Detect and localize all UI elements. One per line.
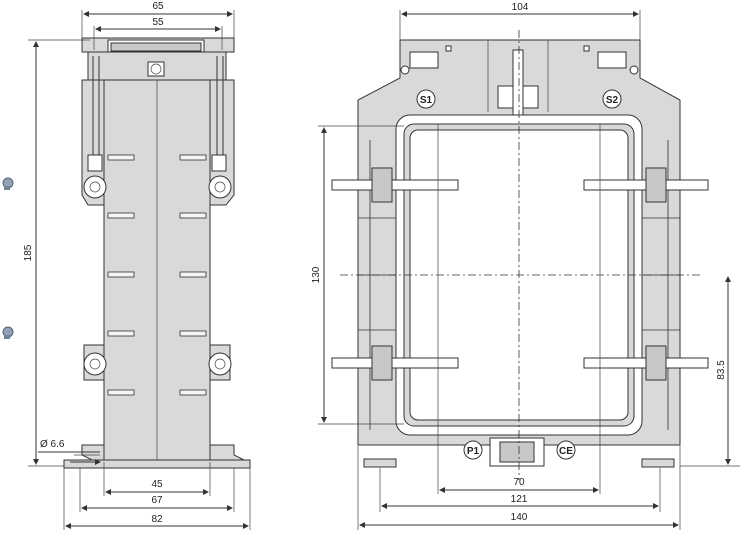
- ce-mark-icon: [556, 440, 576, 460]
- front-view: S1 S2: [311, 2, 740, 530]
- dim-67: 67: [151, 495, 163, 506]
- mounting-bolt: [331, 345, 459, 381]
- dim-45: 45: [151, 479, 163, 490]
- screw-icon: [2, 326, 14, 339]
- dim-70: 70: [513, 477, 525, 488]
- ce-mark-label: CE: [559, 446, 573, 457]
- dim-104: 104: [512, 2, 529, 13]
- dim-55: 55: [152, 17, 164, 28]
- dim-65: 65: [152, 1, 164, 12]
- dim-121: 121: [511, 494, 528, 505]
- dim-130: 130: [311, 266, 322, 283]
- mount-hole: [208, 352, 232, 376]
- terminal-p1-label: P1: [467, 446, 480, 457]
- base-plate: [63, 459, 251, 469]
- dim-185: 185: [23, 244, 34, 261]
- dim-83-5: 83.5: [716, 360, 727, 380]
- mounting-bolt: [583, 167, 709, 203]
- dim-82: 82: [151, 514, 163, 525]
- mounting-bolt: [331, 167, 459, 203]
- mount-hole: [208, 175, 232, 199]
- terminal-s2-label: S2: [606, 95, 619, 106]
- terminal-s2-badge: [602, 89, 622, 109]
- mount-hole: [83, 175, 107, 199]
- terminal-s1-badge: [416, 89, 436, 109]
- mounting-bolt: [583, 345, 709, 381]
- side-view: 65 55 185 Ø 6.6 45 67 82: [2, 1, 251, 530]
- dim-140: 140: [511, 512, 528, 523]
- terminal-p1-badge: [463, 440, 483, 460]
- rib-slots: [107, 154, 207, 396]
- terminal-s1-label: S1: [420, 95, 433, 106]
- mount-hole: [83, 352, 107, 376]
- screw-icon: [2, 177, 14, 190]
- dim-hole: Ø 6.6: [40, 439, 65, 450]
